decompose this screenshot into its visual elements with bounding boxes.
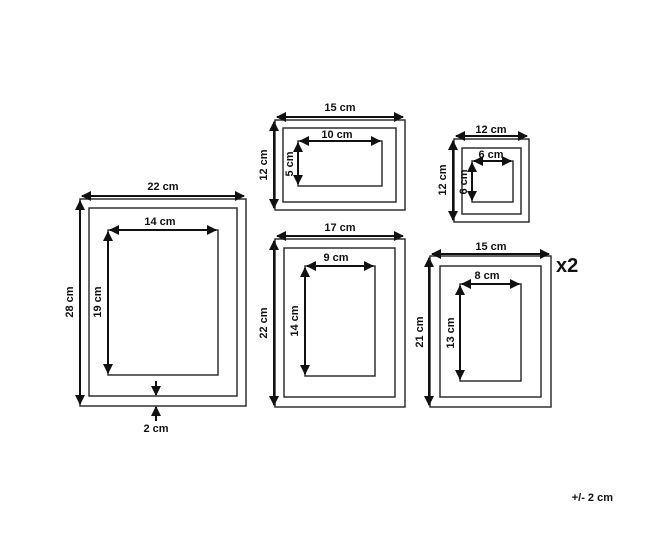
frame-22x28-mat (88, 207, 238, 397)
frame-15x21-inner-height-label: 13 cm (445, 317, 457, 348)
frame-17x22-mat (283, 247, 396, 398)
frame-17x22-inner-width-label: 9 cm (323, 252, 348, 264)
frame-15x21-inner-width-label: 8 cm (474, 270, 499, 282)
frame-12x12-mat (461, 147, 522, 215)
frame-22x28-opening (107, 229, 219, 376)
frame-15x12-mat (282, 127, 397, 203)
frame-17x22: 17 cm 22 cm 9 cm 14 cm (258, 222, 406, 408)
frame-22x28-height-label: 28 cm (64, 286, 76, 317)
frame-15x12-opening (297, 140, 383, 187)
frame-15x21-mat (439, 265, 542, 398)
frame-12x12-width-label: 12 cm (475, 124, 506, 136)
frame-17x22-height-label: 22 cm (258, 307, 270, 338)
frame-22x28: 22 cm 28 cm 14 cm 19 cm 2 cm (64, 181, 247, 435)
frame-15x12-width-label: 15 cm (324, 102, 355, 114)
frame-15x21-height-label: 21 cm (414, 316, 426, 347)
frame-12x12-inner-height-label: 6 cm (458, 169, 470, 194)
frame-15x21: 15 cm 21 cm 8 cm 13 cm x2 (414, 241, 578, 408)
frame-15x21-width-label: 15 cm (475, 241, 506, 253)
frame-15x12-inner-width-label: 10 cm (321, 129, 352, 141)
tolerance-note: +/- 2 cm (572, 492, 613, 504)
frame-17x22-opening (304, 265, 376, 377)
frame-22x28-width-label: 22 cm (147, 181, 178, 193)
frame-15x12-height-label: 12 cm (258, 149, 270, 180)
frame-12x12-opening (471, 160, 514, 203)
frame-12x12-inner-width-label: 6 cm (478, 149, 503, 161)
frame-12x12-height-label: 12 cm (437, 164, 449, 195)
frame-22x28-inner-width-label: 14 cm (144, 216, 175, 228)
frame-15x21-opening (459, 283, 522, 382)
frame-12x12: 12 cm 12 cm 6 cm 6 cm (437, 124, 530, 223)
frame-15x12: 15 cm 12 cm 10 cm 5 cm (258, 102, 406, 211)
frame-22x28-border-label: 2 cm (143, 423, 168, 435)
frame-17x22-width-label: 17 cm (324, 222, 355, 234)
frame-15x12-inner-height-label: 5 cm (284, 151, 296, 176)
frame-17x22-inner-height-label: 14 cm (289, 305, 301, 336)
frame-15x21-quantity-label: x2 (556, 255, 578, 277)
frame-22x28-inner-height-label: 19 cm (92, 286, 104, 317)
